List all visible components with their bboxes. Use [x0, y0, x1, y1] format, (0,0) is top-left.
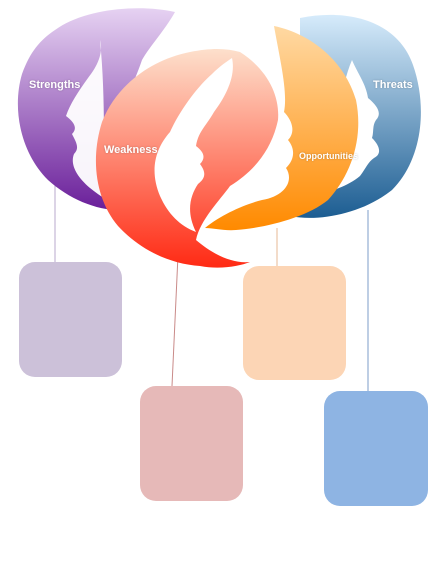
opportunities-box[interactable]: [243, 266, 346, 380]
weakness-face-profile: [154, 58, 233, 232]
threats-box[interactable]: [324, 391, 428, 506]
weakness-label: Weakness: [104, 144, 158, 156]
weakness-bubble: [95, 49, 279, 268]
opportunities-bubble: [205, 26, 359, 231]
opportunities-label: Opportunities: [299, 151, 358, 161]
strengths-label: Strengths: [29, 79, 81, 91]
connector-weakness: [171, 254, 179, 387]
strengths-bubble: [17, 8, 175, 211]
threats-label: Threats: [373, 79, 413, 91]
weakness-box[interactable]: [140, 386, 243, 501]
strengths-face-profile: [66, 40, 126, 210]
strengths-box[interactable]: [19, 262, 122, 377]
